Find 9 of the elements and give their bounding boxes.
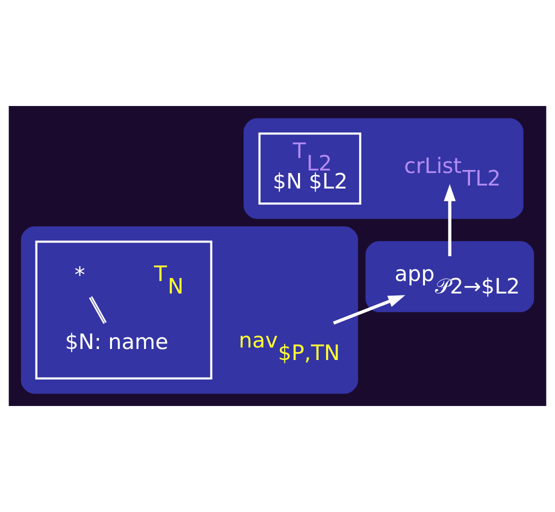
connector xyxy=(88,296,107,324)
node-text: * xyxy=(74,262,86,287)
cluster xyxy=(20,226,358,394)
cluster xyxy=(365,241,534,312)
arrow xyxy=(444,184,456,256)
cluster xyxy=(244,118,524,219)
cluster xyxy=(35,240,212,380)
node-text: $N: name xyxy=(64,328,168,354)
arrow xyxy=(332,295,406,325)
